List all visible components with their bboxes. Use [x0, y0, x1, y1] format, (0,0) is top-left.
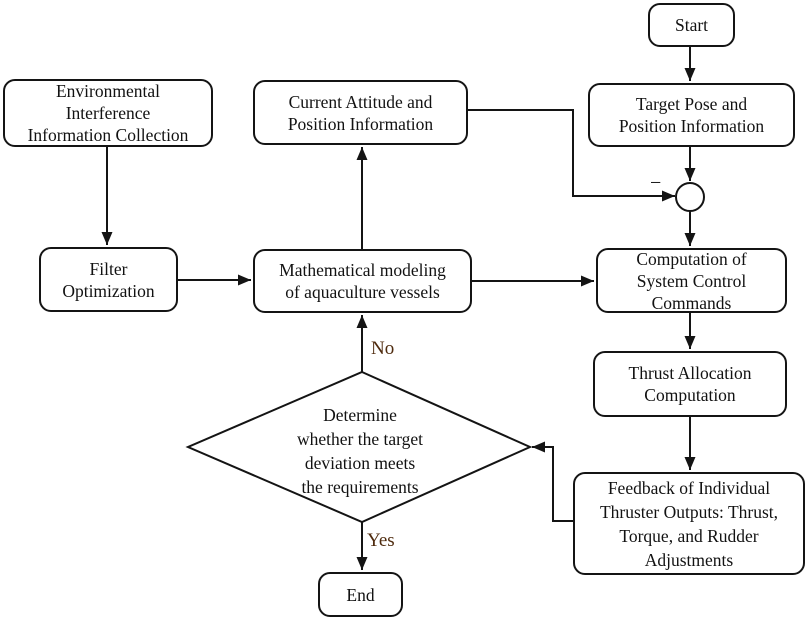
decision-diamond-label: Determine whether the target deviation m…	[296, 405, 423, 497]
node-thruster-feedback-label: Feedback of Individual Thruster Outputs:…	[599, 477, 779, 570]
minus-sign: −	[650, 172, 662, 194]
decision-diamond	[185, 370, 533, 524]
node-start-label: Start	[674, 15, 709, 35]
node-thruster-feedback: Feedback of Individual Thruster Outputs:…	[573, 472, 805, 575]
node-environmental-collection: Environmental Interference Information C…	[3, 79, 213, 147]
node-current-attitude-label: Current Attitude and Position Informatio…	[287, 91, 434, 134]
node-environmental-collection-label: Environmental Interference Information C…	[27, 81, 189, 145]
node-filter-optimization-label: Filter Optimization	[62, 258, 155, 301]
node-control-commands-label: Computation of System Control Commands	[636, 248, 747, 313]
node-current-attitude: Current Attitude and Position Informatio…	[253, 80, 468, 145]
node-thrust-allocation-label: Thrust Allocation Computation	[628, 363, 752, 405]
node-end-label: End	[346, 584, 375, 605]
node-end: End	[318, 572, 403, 617]
summing-junction-circle	[675, 182, 705, 212]
node-thrust-allocation: Thrust Allocation Computation	[593, 351, 787, 417]
edge-feedback-to-decision	[532, 441, 573, 522]
edge-label-yes: Yes	[367, 530, 395, 551]
edge-current-attitude-to-junction	[468, 109, 675, 202]
edge-label-no: No	[371, 338, 395, 359]
node-target-pose: Target Pose and Position Information	[588, 83, 795, 147]
node-control-commands: Computation of System Control Commands	[596, 248, 787, 313]
node-target-pose-label: Target Pose and Position Information	[618, 94, 765, 136]
node-start: Start	[648, 3, 735, 47]
node-mathematical-modeling: Mathematical modeling of aquaculture ves…	[253, 249, 472, 313]
node-mathematical-modeling-label: Mathematical modeling of aquaculture ves…	[279, 260, 446, 302]
node-filter-optimization: Filter Optimization	[39, 247, 178, 312]
